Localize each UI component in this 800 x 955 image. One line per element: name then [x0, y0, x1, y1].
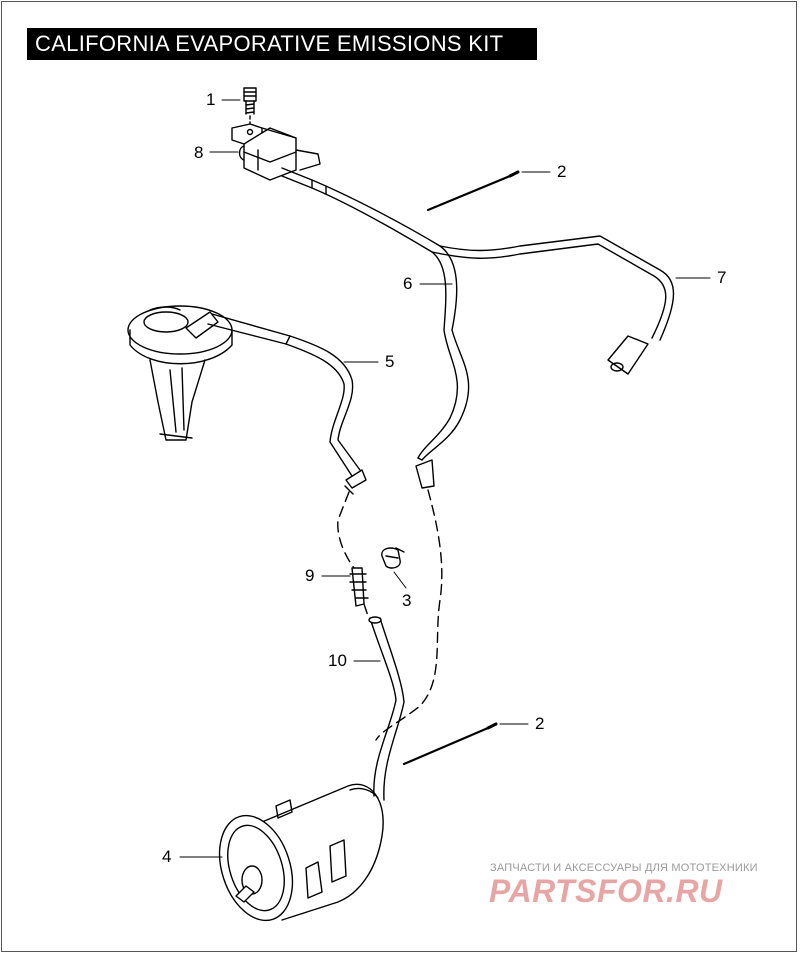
screw-part-1 [243, 87, 257, 127]
callout-10: 10 [328, 651, 347, 670]
watermark-caption: ЗАПЧАСТИ И АКСЕССУАРЫ ДЛЯ МОТОТЕХНИКИ [490, 862, 758, 874]
callout-2-upper: 2 [557, 162, 567, 181]
vent-hose-part-7 [431, 235, 675, 375]
callout-9: 9 [305, 566, 315, 585]
vent-hose-part-10 [368, 616, 405, 801]
callout-6: 6 [403, 274, 413, 293]
purge-valve-part-8 [231, 123, 321, 181]
callout-2-lower: 2 [535, 714, 545, 733]
routing-dashed-lines [337, 489, 443, 741]
callout-7: 7 [717, 268, 727, 287]
callout-1: 1 [206, 90, 216, 109]
vent-hose-part-5 [207, 313, 367, 495]
charcoal-canister-part-4 [218, 783, 384, 922]
callout-4: 4 [162, 847, 172, 866]
fitting-part-9 [349, 567, 369, 607]
watermark-logo: PARTSFOR.RU [489, 873, 723, 909]
callout-8: 8 [194, 143, 204, 162]
diagram-title: CALIFORNIA EVAPORATIVE EMISSIONS KIT [27, 28, 537, 60]
cable-tie-part-2-lower [402, 722, 529, 766]
callout-5: 5 [385, 352, 395, 371]
fuel-pump-module [127, 305, 233, 441]
callout-3: 3 [402, 591, 412, 610]
callout-leaders [179, 99, 711, 858]
vent-hose-part-6 [281, 167, 470, 489]
cable-tie-part-2-upper [426, 170, 551, 212]
hose-clamp-part-3 [381, 547, 405, 569]
